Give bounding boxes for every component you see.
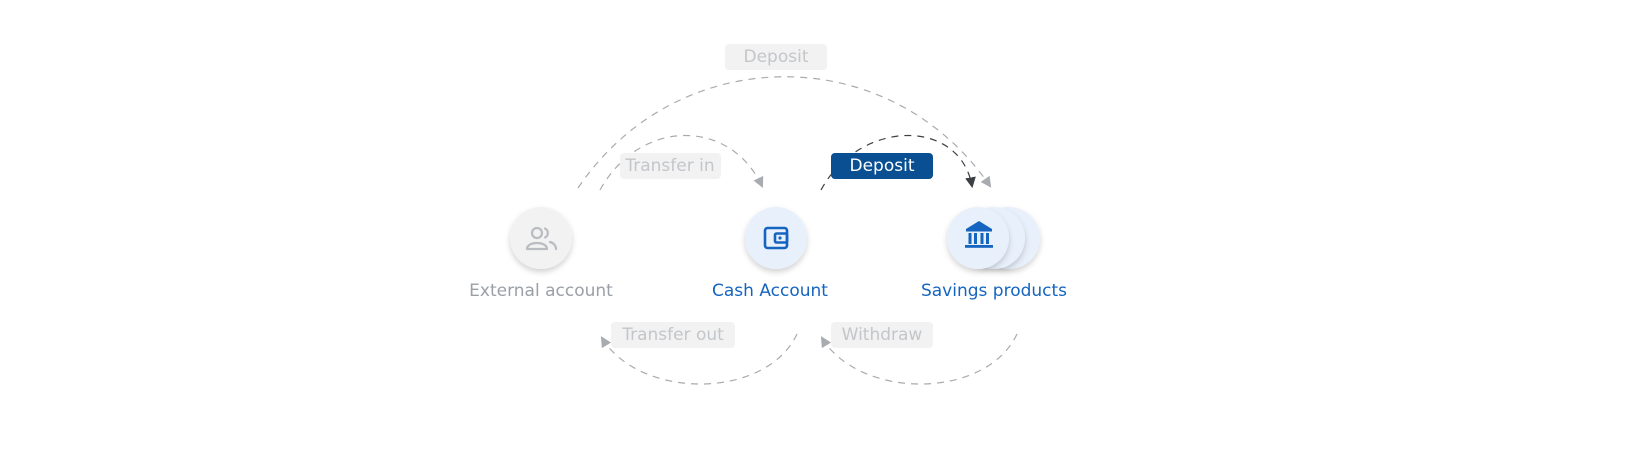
svg-text:Transfer in: Transfer in xyxy=(624,156,714,176)
people-icon xyxy=(525,226,558,251)
svg-text:Transfer out: Transfer out xyxy=(621,325,724,345)
flow-label-deposit-active[interactable]: Deposit xyxy=(831,153,933,179)
svg-text:Deposit: Deposit xyxy=(744,47,809,67)
svg-text:Deposit: Deposit xyxy=(850,156,915,176)
node-cash-account[interactable]: Cash Account xyxy=(712,207,828,301)
wallet-icon xyxy=(763,226,789,250)
external-account-circle[interactable] xyxy=(510,207,572,269)
svg-text:Withdraw: Withdraw xyxy=(842,325,923,345)
node-external-account[interactable]: External account xyxy=(469,207,613,301)
flow-label-withdraw[interactable]: Withdraw xyxy=(831,322,933,348)
flow-label-transfer-in[interactable]: Transfer in xyxy=(620,153,721,179)
bank-icon xyxy=(965,221,993,248)
arc-withdraw xyxy=(820,333,1018,385)
arc-deposit-top xyxy=(577,76,992,189)
arc-transfer-out xyxy=(600,333,798,385)
flow-label-transfer-out[interactable]: Transfer out xyxy=(611,322,735,348)
savings-products-label: Savings products xyxy=(921,281,1067,301)
arc-transfer-in xyxy=(599,134,764,191)
external-account-label: External account xyxy=(469,281,613,301)
cash-account-label: Cash Account xyxy=(712,281,828,301)
savings-products-circle[interactable] xyxy=(947,207,1009,269)
flow-label-deposit-top[interactable]: Deposit xyxy=(725,44,827,70)
node-savings-products[interactable]: Savings products xyxy=(921,207,1067,301)
